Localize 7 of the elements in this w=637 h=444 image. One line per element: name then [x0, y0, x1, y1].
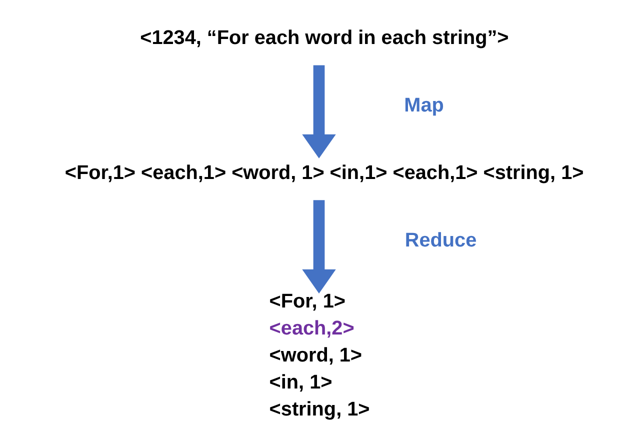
- arrow: [302, 65, 336, 158]
- arrow: [302, 200, 336, 294]
- node-text: <For,1> <each,1> <word, 1> <in,1> <each,1> <string, 1>: [64, 162, 584, 184]
- edge-label: Map: [404, 94, 444, 117]
- edge-label: Reduce: [404, 229, 476, 252]
- node-text: <For, 1> <each,2> <word, 1> <in, 1> <string, 1>: [268, 290, 370, 420]
- node-text: <1234, “For each word in each string”>: [140, 27, 508, 50]
